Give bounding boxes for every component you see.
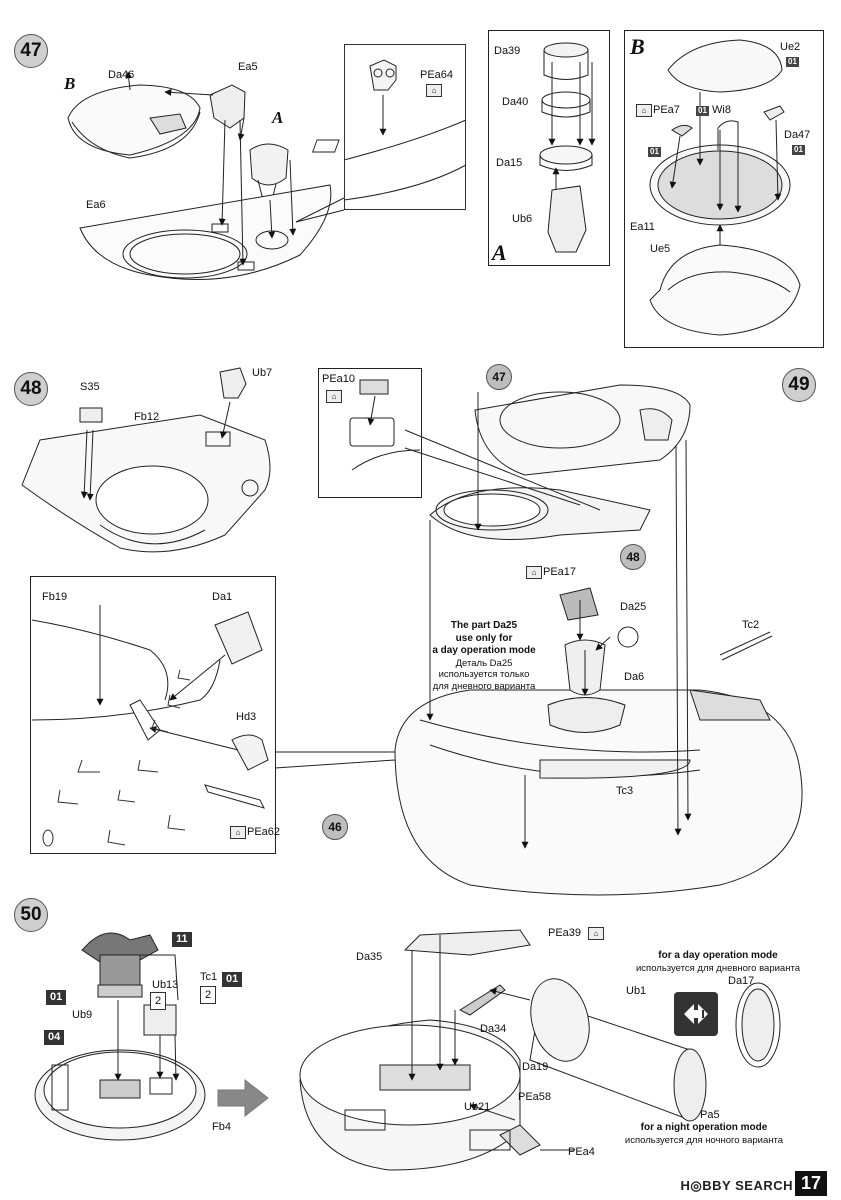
part-label-pea7: PEa7 (653, 104, 680, 116)
part-label-tc1: Tc1 (200, 971, 218, 983)
step-49-badge: 49 (782, 368, 816, 402)
part-label-da40: Da40 (502, 96, 529, 108)
detail-panel-pea10 (318, 368, 422, 498)
alternative-arrow-icon (674, 992, 718, 1036)
quantity-box: 2 (200, 986, 216, 1004)
subassembly-letter-b: B (630, 34, 645, 59)
note-da25-ru: Деталь Da25 используется только для днев… (432, 657, 536, 693)
ref-47-badge: 47 (486, 364, 512, 390)
code-badge: 11 (172, 932, 192, 947)
pe-etch-icon: ⌂ (426, 84, 442, 97)
part-label-da6: Da6 (624, 671, 645, 683)
part-label-pea64: PEa64 (420, 69, 454, 81)
pe-etch-icon: ⌂ (588, 927, 604, 940)
part-label-tc3: Tc3 (616, 785, 634, 797)
part-label-da17: Da17 (728, 975, 755, 987)
ref-48-badge: 48 (620, 544, 646, 570)
subassembly-panel-a (488, 30, 610, 266)
note-day-en: for a day operation mode (658, 950, 778, 961)
part-label-ea11: Ea11 (630, 221, 655, 233)
part-label-ub7: Ub7 (252, 367, 273, 379)
part-label-pea10: PEa10 (322, 373, 356, 385)
part-label-tc2: Tc2 (742, 619, 760, 631)
part-label-wi8: Wi8 (712, 104, 731, 116)
part-label-ub9: Ub9 (72, 1009, 93, 1021)
note-night-en: for a night operation mode (640, 1122, 768, 1133)
part-label-ea6: Ea6 (86, 199, 106, 211)
callout-letter-b: B (64, 74, 76, 93)
note-night-mode: for a night operation mode используется … (620, 1122, 788, 1146)
code-badge: 01 (46, 990, 67, 1005)
note-da25-en: The part Da25 use only for a day operati… (432, 620, 536, 656)
part-label-ue2: Ue2 (780, 41, 801, 53)
part-label-hd3: Hd3 (236, 711, 257, 723)
code-badge: 01 (648, 147, 661, 157)
part-label-pea58: PEa58 (518, 1091, 552, 1103)
part-label-da47: Da47 (784, 129, 811, 141)
part-label-pea62: PEa62 (247, 826, 281, 838)
part-label-da39: Da39 (494, 45, 521, 57)
pe-etch-icon: ⌂ (326, 390, 342, 403)
step-48-badge: 48 (14, 372, 48, 406)
part-label-fb12: Fb12 (134, 411, 160, 423)
step-47-badge: 47 (14, 34, 48, 68)
code-badge: 01 (786, 57, 799, 67)
part-label-ub21: Ub21 (464, 1101, 491, 1113)
code-badge: 01 (222, 972, 243, 987)
code-badge: 01 (792, 145, 805, 155)
part-label-da25: Da25 (620, 601, 647, 613)
part-label-ea5: Ea5 (238, 61, 258, 73)
quantity-box: 2 (150, 992, 166, 1010)
detail-panel-pea64 (344, 44, 466, 210)
step-50-badge: 50 (14, 898, 48, 932)
part-label-ub13: Ub13 (152, 979, 179, 991)
part-label-da15: Da15 (496, 157, 523, 169)
part-label-da19: Da19 (522, 1061, 549, 1073)
detail-panel-turret-side (30, 576, 276, 854)
part-label-pea17: PEa17 (543, 566, 577, 578)
part-label-s35: S35 (80, 381, 100, 393)
part-label-da35: Da35 (356, 951, 383, 963)
note-da25: The part Da25 use only for a day operati… (424, 620, 544, 693)
pe-etch-icon: ⌂ (636, 104, 652, 117)
pe-etch-icon: ⌂ (230, 826, 246, 839)
code-badge: 01 (696, 106, 709, 116)
part-label-pea4: PEa4 (568, 1146, 595, 1158)
subassembly-letter-a: A (492, 240, 507, 265)
pe-etch-icon: ⌂ (526, 566, 542, 579)
part-label-pea39: PEa39 (548, 927, 582, 939)
note-day-mode: for a day operation mode используется дл… (634, 950, 802, 974)
part-label-da1: Da1 (212, 591, 233, 603)
note-night-ru: используется для ночного варианта (624, 1134, 784, 1146)
note-day-ru: используется для дневного варианта (636, 962, 800, 974)
callout-letter-a: A (272, 108, 284, 127)
part-label-ub6: Ub6 (512, 213, 533, 225)
watermark: H◎BBY SEARCH (680, 1178, 793, 1193)
page-number: 17 (794, 1171, 827, 1196)
code-badge: 04 (44, 1030, 65, 1045)
part-label-pa5: Pa5 (700, 1109, 720, 1121)
part-label-ub1: Ub1 (626, 985, 647, 997)
ref-46-badge: 46 (322, 814, 348, 840)
part-label-da46: Da46 (108, 69, 135, 81)
part-label-fb19: Fb19 (42, 591, 68, 603)
part-label-ue5: Ue5 (650, 243, 671, 255)
part-label-da34: Da34 (480, 1023, 507, 1035)
subassembly-panel-b (624, 30, 824, 348)
part-label-fb4: Fb4 (212, 1121, 231, 1133)
